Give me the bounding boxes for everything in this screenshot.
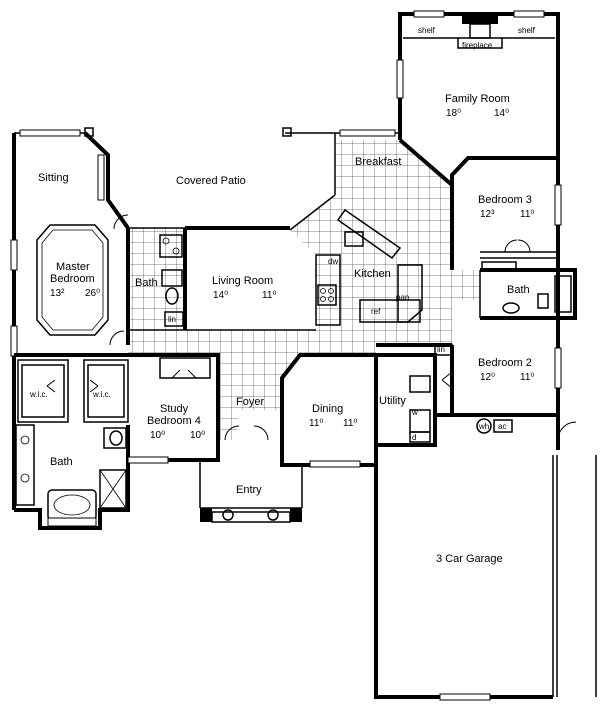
- covered-patio: Covered Patio: [12, 127, 400, 510]
- bedroom-2: Bedroom 2 12⁰ 11⁰ lin: [434, 318, 562, 417]
- washer-label: w: [411, 408, 418, 417]
- shelf-label: shelf: [418, 26, 436, 35]
- master-bedroom-dim-w: 13²: [50, 288, 65, 299]
- window: [19, 129, 81, 137]
- window: [10, 325, 18, 357]
- dining-dim-h: 11⁰: [343, 418, 357, 429]
- window: [554, 347, 562, 389]
- ac-label: ac: [498, 422, 506, 431]
- master-bedroom-label-2: Bedroom: [50, 273, 95, 285]
- utility: Utility w d: [376, 353, 437, 447]
- dining-label: Dining: [312, 403, 343, 415]
- bath-2: Bath: [479, 261, 577, 320]
- study-dim-h: 10⁰: [190, 430, 205, 441]
- bedroom-3-label: Bedroom 3: [478, 194, 532, 206]
- bedroom-3: Bedroom 3 12³ 11⁰: [450, 156, 562, 330]
- living-room: Living Room 14⁰ 11⁰: [183, 226, 316, 331]
- utility-label: Utility: [379, 395, 406, 407]
- window: [309, 460, 361, 468]
- linen-label: lin: [168, 315, 176, 324]
- bath-2-label: Bath: [507, 284, 530, 296]
- bedroom-3-dim-w: 12³: [480, 209, 495, 220]
- fireplace-box: [457, 37, 503, 49]
- master-bedroom-label-1: Master: [56, 261, 90, 273]
- garage-label: 3 Car Garage: [436, 553, 503, 565]
- study-label-1: Study: [160, 403, 189, 415]
- bedroom-2-label: Bedroom 2: [478, 357, 532, 369]
- entry-column: [290, 508, 302, 522]
- window: [439, 693, 491, 701]
- window: [413, 10, 445, 18]
- pantry-label: pan: [396, 293, 409, 302]
- water-heater-label: wh: [478, 422, 489, 431]
- wic-left-label: w.i.c.: [29, 390, 48, 399]
- fireplace-hearth: [462, 14, 498, 24]
- bedroom-2-dim-h: 11⁰: [520, 372, 534, 383]
- master-bath-label: Bath: [50, 456, 73, 468]
- shelf-label: shelf: [518, 26, 536, 35]
- foyer: Foyer: [224, 396, 269, 441]
- hall-bath-label: Bath: [135, 277, 158, 289]
- foyer-label: Foyer: [236, 396, 264, 408]
- window: [339, 129, 396, 137]
- family-room-dim-w: 18⁰: [446, 108, 461, 119]
- dining-dim-w: 11⁰: [309, 418, 323, 429]
- breakfast-label: Breakfast: [355, 156, 401, 168]
- study-dim-w: 10⁰: [150, 430, 165, 441]
- window: [554, 184, 562, 226]
- sitting-label: Sitting: [38, 172, 69, 184]
- fireplace-label: fireplace: [462, 41, 493, 50]
- master-bath: Bath: [14, 424, 130, 530]
- window: [513, 10, 545, 18]
- entry-column: [200, 508, 212, 522]
- dryer-label: d: [412, 433, 416, 442]
- garage: wh ac 3 Car Garage: [374, 415, 597, 701]
- living-room-label: Living Room: [212, 275, 273, 287]
- entry-label: Entry: [236, 484, 262, 496]
- study-bedroom-4: Study Bedroom 4 10⁰ 10⁰: [126, 353, 220, 464]
- window: [47, 517, 97, 527]
- wic-right-label: w.i.c.: [92, 390, 111, 399]
- dining: Dining 11⁰ 11⁰: [280, 353, 378, 468]
- dishwasher-label: dw: [328, 257, 338, 266]
- entry: Entry: [199, 460, 303, 523]
- bedroom-3-dim-h: 11⁰: [520, 209, 534, 220]
- living-room-dim-w: 14⁰: [213, 290, 228, 301]
- family-room-dim-h: 14⁰: [494, 108, 509, 119]
- family-room: shelf shelf fireplace Family Room 18⁰ 14…: [396, 10, 560, 158]
- bedroom-2-dim-w: 12⁰: [480, 372, 495, 383]
- window: [396, 59, 404, 99]
- window: [127, 456, 169, 464]
- master-suite: Sitting Master Bedroom 13² 26⁰: [10, 131, 130, 357]
- window: [10, 239, 18, 271]
- refrigerator-label: ref: [371, 307, 381, 316]
- living-room-dim-h: 11⁰: [262, 290, 276, 301]
- walk-in-closets: w.i.c. w.i.c.: [17, 359, 129, 423]
- covered-patio-label: Covered Patio: [176, 175, 246, 187]
- study-label-2: Bedroom 4: [147, 415, 201, 427]
- linen-label: lin: [437, 345, 445, 354]
- kitchen-breakfast: Breakfast dw Kitchen pan ref: [289, 138, 454, 347]
- window: [97, 154, 105, 201]
- kitchen-label: Kitchen: [354, 268, 391, 280]
- master-bedroom-dim-h: 26⁰: [85, 288, 100, 299]
- family-room-label: Family Room: [445, 93, 510, 105]
